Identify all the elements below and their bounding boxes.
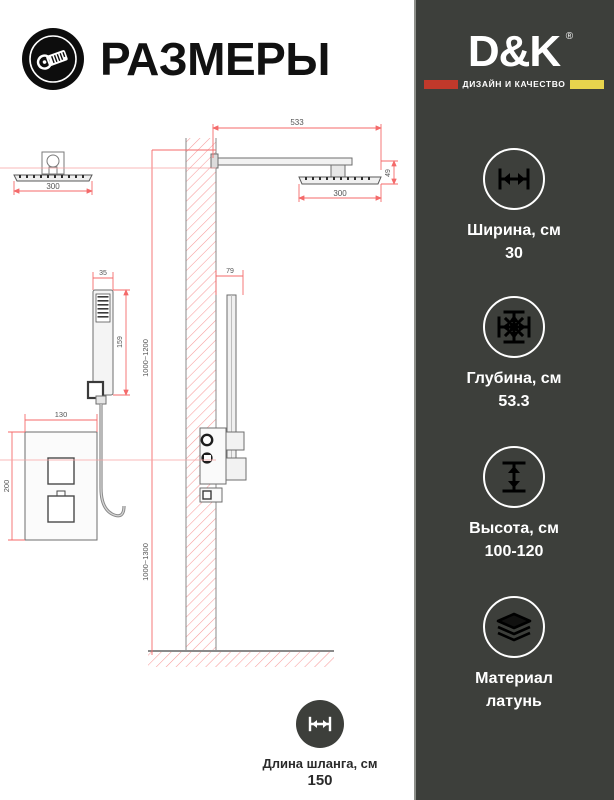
spec-item-height: Высота, см 100-120 xyxy=(414,446,614,561)
dim-valve-height-range: 1000~1300 xyxy=(141,543,150,581)
height-arrow-icon xyxy=(483,446,545,508)
dim-head-width-top: 300 xyxy=(46,182,60,191)
dim-arm-length: 533 xyxy=(290,118,304,127)
spec-item-width: Ширина, см 30 xyxy=(414,148,614,263)
spec-value-depth: 53.3 xyxy=(498,392,530,410)
dim-handset-height: 159 xyxy=(117,336,124,348)
layers-icon xyxy=(483,596,545,658)
brand-name: D&K ® xyxy=(467,27,573,76)
brand-tagline: ДИЗАЙН И КАЧЕСТВО xyxy=(462,79,566,89)
hose-length-value: 150 xyxy=(307,772,333,789)
hose-length-label: Длина шланга, см xyxy=(262,756,378,771)
concealed-valve-body xyxy=(199,427,247,503)
technical-drawing: 300 xyxy=(0,110,414,690)
dim-bar-height-range: 1000~1200 xyxy=(141,339,150,377)
depth-arrows-icon xyxy=(483,296,545,358)
dim-head-thickness: 49 xyxy=(385,169,392,177)
page-title: РАЗМЕРЫ xyxy=(100,33,330,85)
valve-plate-detail: 130 200 xyxy=(2,410,98,541)
spec-label-width: Ширина, см xyxy=(467,222,561,239)
dim-handset-width: 35 xyxy=(99,270,107,277)
accent-bar-red xyxy=(423,79,458,89)
brand-tagline-row: ДИЗАЙН И КАЧЕСТВО xyxy=(423,79,605,89)
accent-bar-yellow xyxy=(570,79,605,89)
height-dimension-lines: 1000~1200 1000~1300 xyxy=(0,149,216,655)
hand-shower-detail: 35 159 xyxy=(86,270,130,518)
page-header: РАЗМЕРЫ xyxy=(0,0,414,118)
spec-panel: D&K ® ДИЗАЙН И КАЧЕСТВО xyxy=(414,0,614,800)
dim-head-width-side: 300 xyxy=(333,189,347,198)
width-arrow-icon xyxy=(483,148,545,210)
dim-bar-offset: 79 xyxy=(226,268,234,275)
registered-mark: ® xyxy=(565,31,573,42)
brand-logo: D&K ® ДИЗАЙН И КАЧЕСТВО xyxy=(414,30,614,89)
spec-label-height: Высота, см xyxy=(469,520,559,537)
spec-label-material: Материал xyxy=(475,670,553,687)
spec-item-depth: Глубина, см 53.3 xyxy=(414,296,614,411)
shower-head-top-view: 300 xyxy=(13,151,93,195)
panel-divider xyxy=(414,0,416,800)
dim-valve-width: 130 xyxy=(55,410,68,419)
hose-length-spec: Длина шланга, см 150 xyxy=(232,700,408,789)
spec-value-material: латунь xyxy=(486,692,542,710)
spec-item-material: Материал латунь xyxy=(414,596,614,711)
dim-valve-height: 200 xyxy=(2,480,11,493)
spec-value-width: 30 xyxy=(505,244,523,262)
shower-arm-and-head: 533 300 49 xyxy=(210,118,398,202)
spec-value-height: 100-120 xyxy=(484,542,544,560)
length-arrow-icon xyxy=(296,700,344,748)
measuring-tape-icon xyxy=(22,28,84,90)
spec-label-depth: Глубина, см xyxy=(466,370,562,387)
brand-name-text: D&K xyxy=(467,27,561,76)
